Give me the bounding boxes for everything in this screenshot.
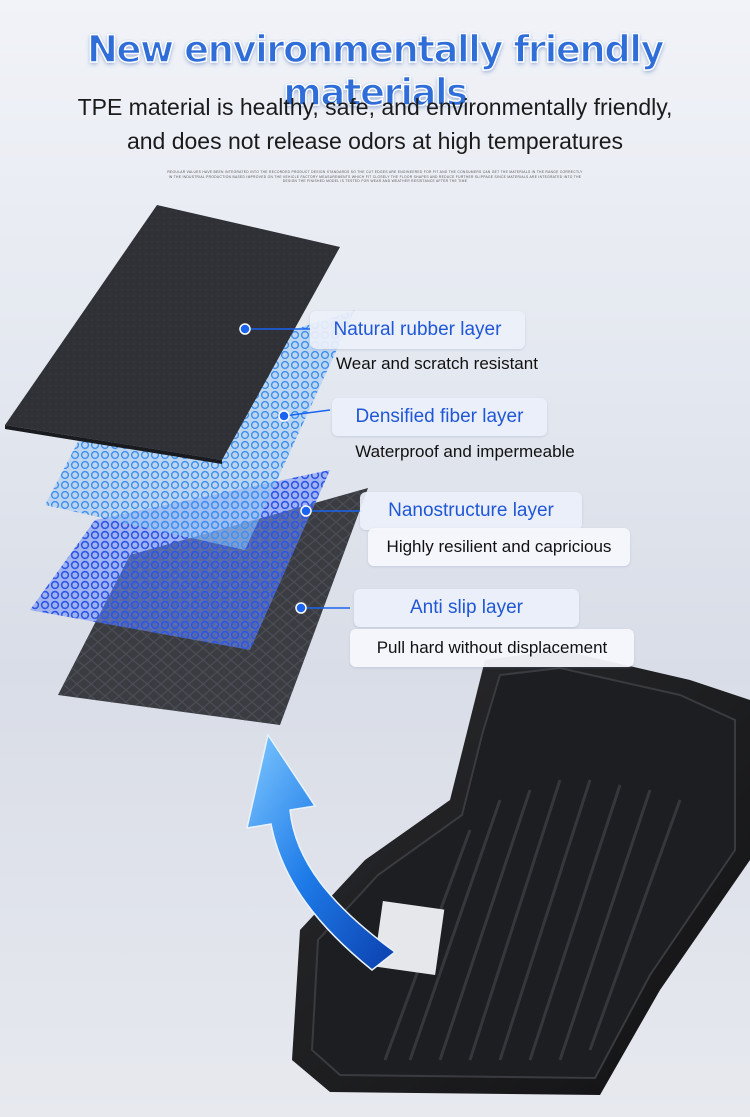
layer-desc-nanostructure: Highly resilient and capricious: [368, 528, 630, 566]
subtitle: TPE material is healthy, safe, and envir…: [0, 90, 750, 158]
callout-dot-icon: [239, 323, 362, 614]
car-floor-mat: [292, 650, 750, 1095]
layer-label-anti-slip: Anti slip layer: [354, 589, 579, 627]
layer-label-natural-rubber: Natural rubber layer: [310, 311, 525, 349]
layer-label-nanostructure: Nanostructure layer: [360, 492, 582, 530]
subtitle-line-2: and does not release odors at high tempe…: [126, 128, 624, 154]
layer-desc-densified-fiber: Waterproof and impermeable: [355, 442, 575, 461]
subtitle-line-1: TPE material is healthy, safe, and envir…: [77, 94, 673, 120]
layer-label-densified-fiber: Densified fiber layer: [332, 398, 547, 436]
up-arrow-icon: [246, 733, 397, 971]
fine-print: REGULAR VALUES HAVE BEEN INTEGRATED INTO…: [167, 170, 583, 184]
page-title: New environmentally friendly materials: [86, 27, 665, 115]
layer-desc-anti-slip: Pull hard without displacement: [350, 629, 634, 667]
natural-rubber-layer-sheet: [5, 205, 340, 460]
layer-desc-natural-rubber: Wear and scratch resistant: [336, 354, 538, 373]
